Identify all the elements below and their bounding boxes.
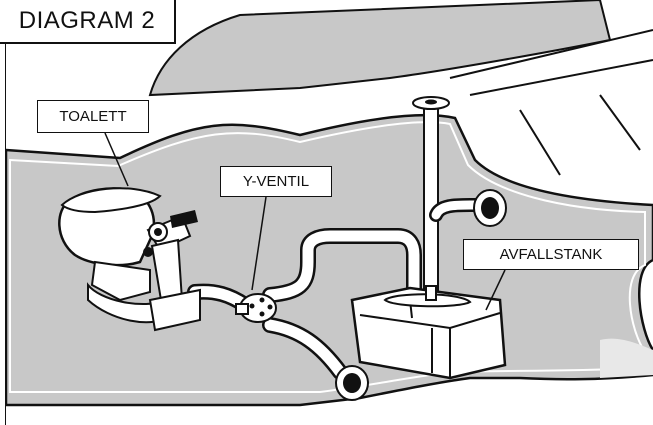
diagram-title: DIAGRAM 2 <box>0 0 176 44</box>
waste-tank <box>352 286 505 378</box>
label-waste-tank: AVFALLSTANK <box>463 239 639 270</box>
label-toilet: TOALETT <box>37 100 149 133</box>
label-y-valve: Y-VENTIL <box>220 166 332 197</box>
page-margin-left <box>0 0 6 425</box>
through-hull-fitting-lower <box>336 366 368 400</box>
vent-pipe <box>424 105 438 295</box>
through-hull-fitting-upper <box>474 190 506 226</box>
hull-highlight <box>480 390 653 425</box>
